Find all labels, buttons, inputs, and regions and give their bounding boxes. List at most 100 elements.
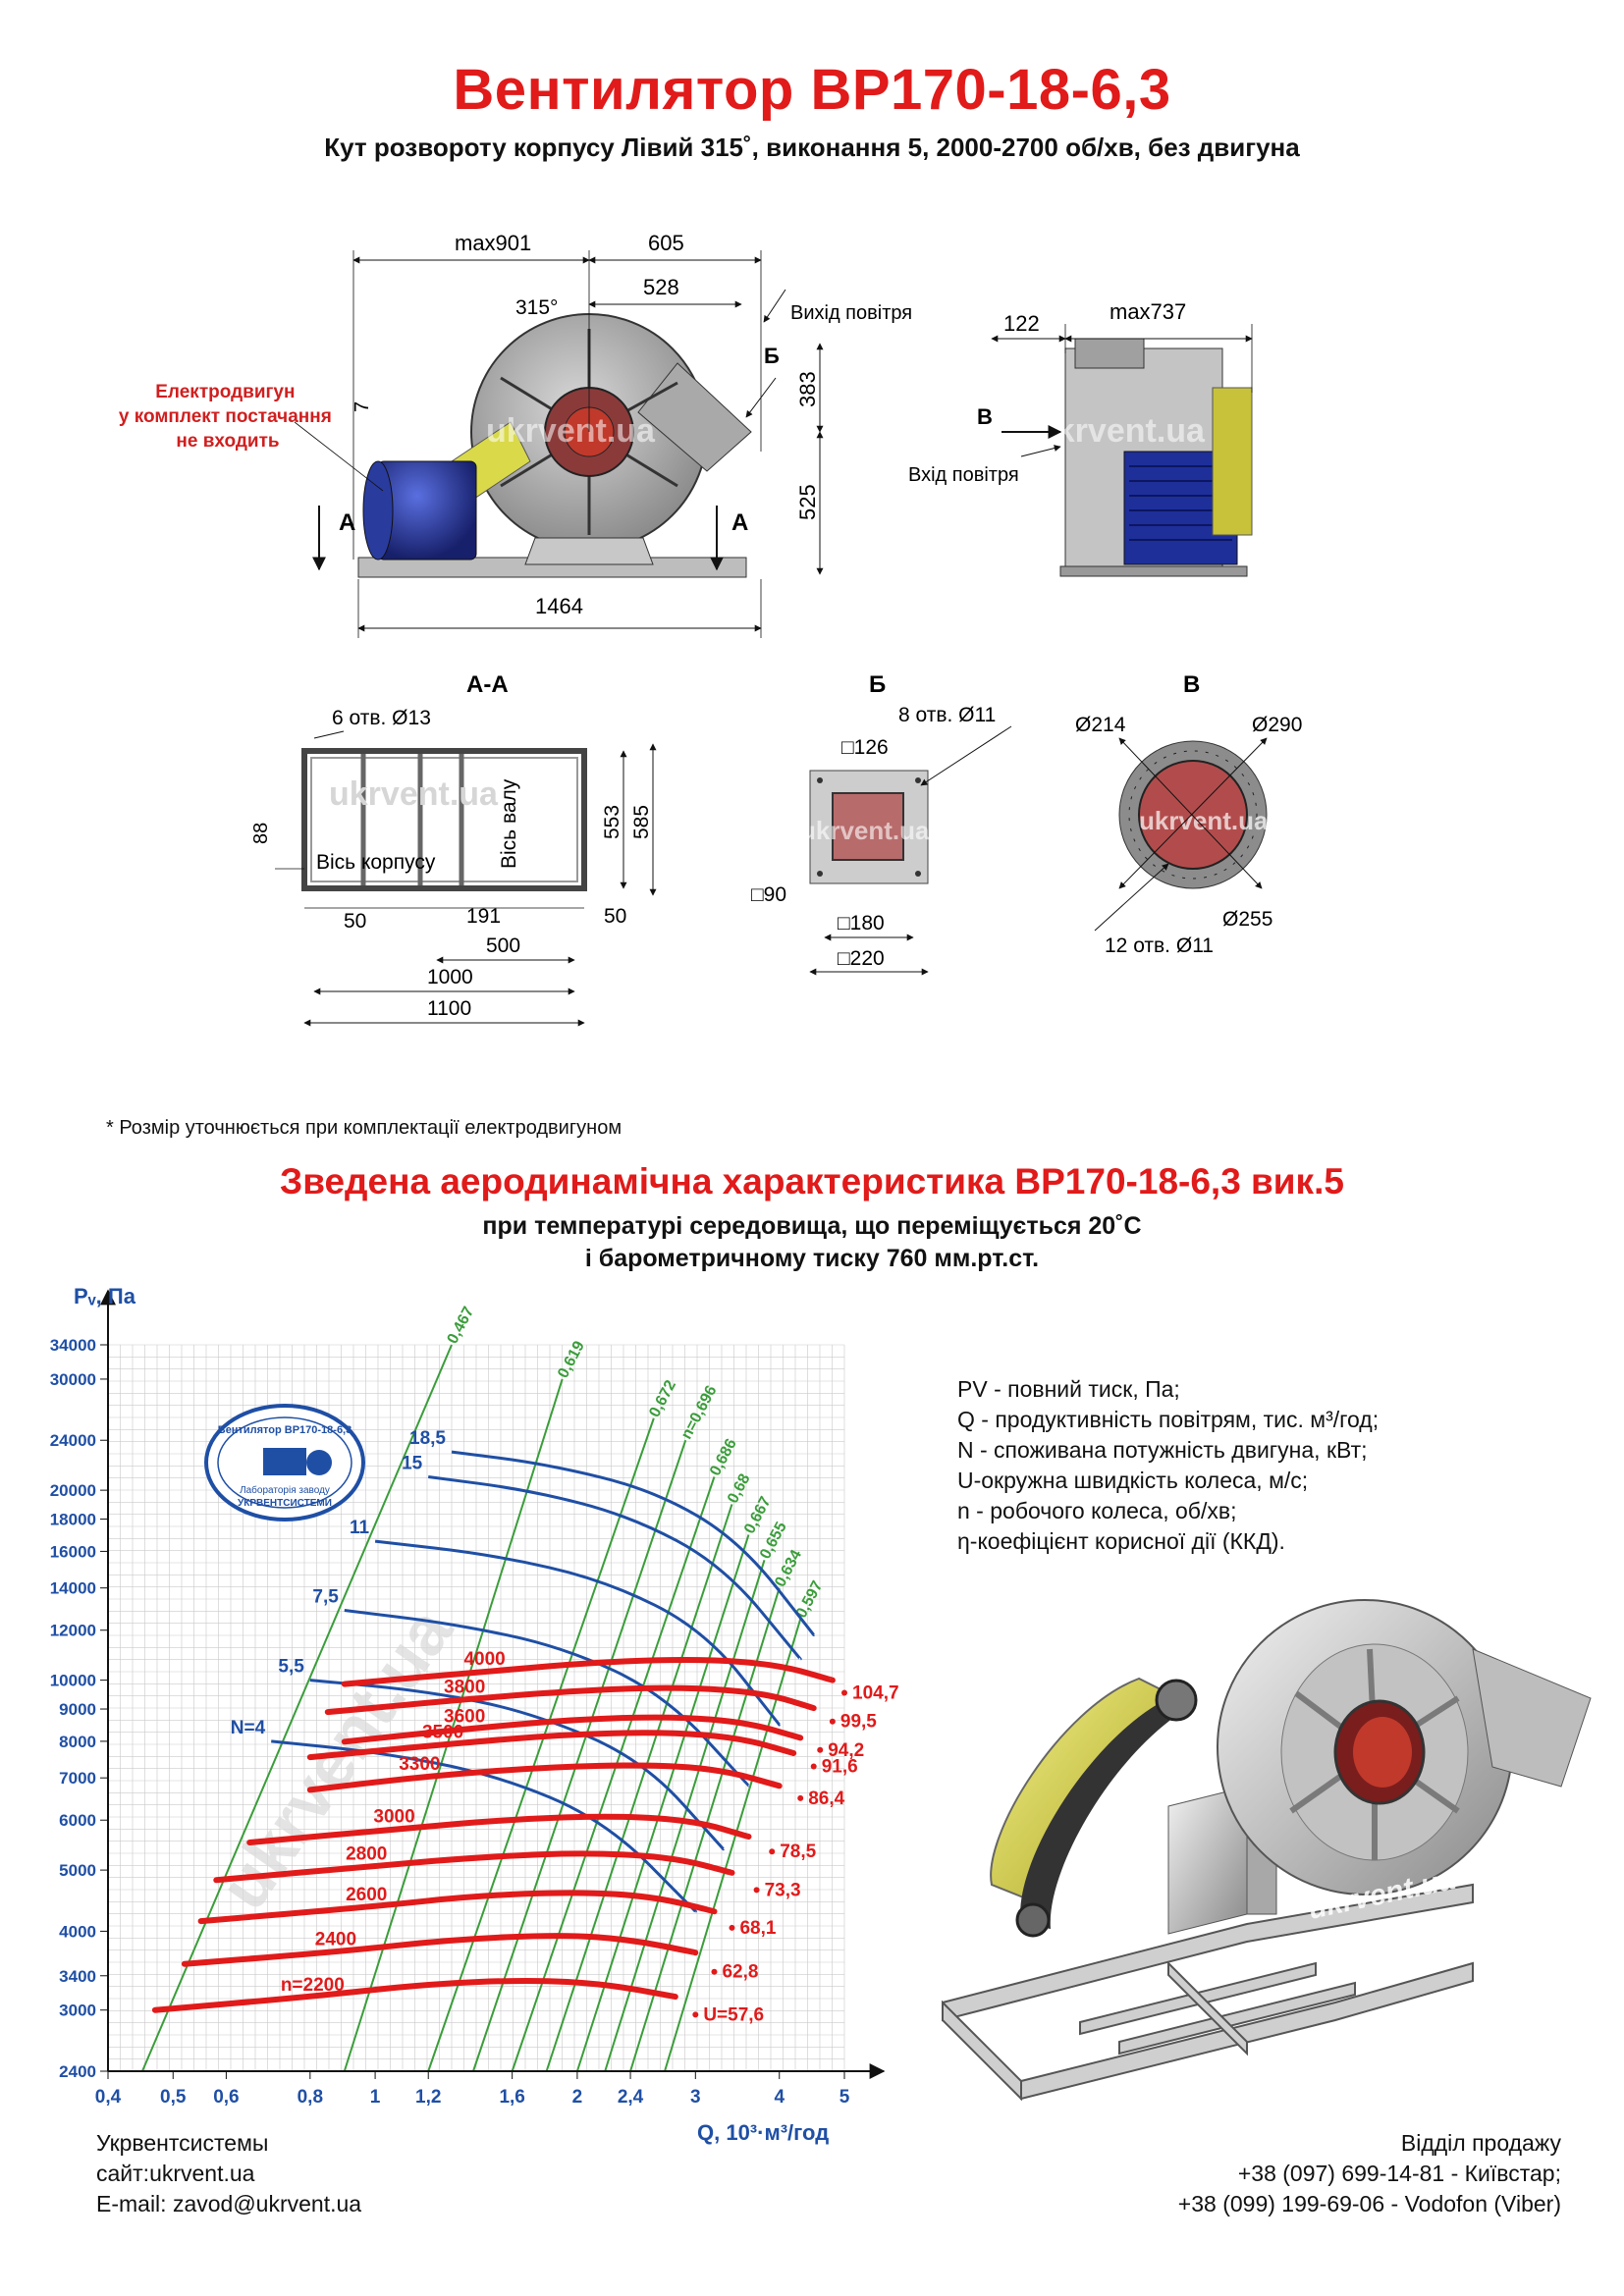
sales-phone-1[interactable]: +38 (097) 699-14-81 - Київстар; [1237,2161,1561,2186]
badge-line-3: УКРВЕНТСИСТЕМИ [238,1498,332,1509]
contacts-left: Укрвентсистемы сайт:ukrvent.ua E-mail: z… [96,2128,361,2219]
velocity-label: 78,5 [780,1842,816,1862]
velocity-point [810,1763,817,1770]
footnote: * Розмір уточнюється при комплектації ел… [106,1117,623,1139]
speed-curve [246,1813,752,1845]
dim-525: 525 [795,484,820,520]
chart-badge: Вентилятор ВР170-18-6,3 Лабораторія заво… [204,1404,365,1522]
x-tick-label: 1,2 [415,2087,441,2108]
speed-label: 2600 [346,1885,387,1905]
efficiency-line [664,1619,802,2072]
badge-line-1: Вентилятор ВР170-18-6,3 [218,1424,352,1436]
speed-label: 3000 [373,1807,414,1828]
speed-curve [213,1850,735,1884]
view-b-watermark: ukrvent.ua [800,816,930,845]
y-tick-label: 3000 [59,2002,96,2020]
view-v-watermark: ukrvent.ua [1139,806,1269,835]
label-a-left: А [339,509,355,536]
company-site[interactable]: сайт:ukrvent.ua [96,2161,255,2186]
dim-528: 528 [643,275,679,299]
section-aa-watermark: ukrvent.ua [329,775,499,813]
speed-label: n=2200 [281,1975,345,1996]
legend-item: Q - продуктивність повітрям, тис. м³/год… [957,1407,1380,1432]
sq220: □220 [838,947,885,970]
contacts-right: Відділ продажу +38 (097) 699-14-81 - Киї… [1178,2128,1561,2219]
view-v: В ukrvent.ua Ø214 Ø290 Ø255 12 отв. Ø11 [1075,671,1302,957]
x-tick-label: 1,6 [499,2087,524,2108]
x-tick-label: 2,4 [618,2087,644,2108]
efficiency-label: 0,672 [646,1377,679,1419]
efficiency-line [141,1344,453,2072]
velocity-label: 104,7 [852,1682,899,1703]
d214: Ø214 [1075,714,1126,736]
efficiency-label: 0,68 [725,1471,754,1507]
legend-item: N - споживана потужність двигуна, кВт; [957,1437,1368,1463]
shaft-axis: Вісь валу [498,778,520,869]
sq126: □126 [841,736,889,759]
power-line [271,1739,697,1913]
power-line [451,1450,816,1636]
x-tick-label: 0,4 [95,2087,122,2108]
velocity-lines: U=57,662,868,173,378,586,491,694,299,510… [692,1682,899,2025]
velocity-point [729,1924,735,1931]
y-tick-label: 10000 [50,1672,96,1690]
label-b-front: Б [764,344,780,368]
y-tick-label: 4000 [59,1922,96,1941]
front-view: ukrvent.ua max901 605 528 315° Вихід пов… [119,231,912,638]
y-tick-label: 6000 [59,1811,96,1830]
velocity-label: 62,8 [722,1962,758,1983]
legend-item: PV - повний тиск, Па; [957,1376,1180,1402]
power-label: 18,5 [409,1428,446,1449]
dim-191: 191 [466,905,501,928]
section-aa: А-А ukrvent.ua 6 отв. Ø13 88 Вісь корпус… [250,671,657,1027]
dim-553: 553 [601,805,623,839]
d290: Ø290 [1252,714,1302,736]
company-name: Укрвентсистемы [96,2130,269,2156]
dim-122: 122 [1003,311,1040,336]
d255: Ø255 [1222,908,1272,931]
velocity-point [841,1689,847,1696]
speed-label: 3300 [399,1754,440,1775]
y-tick-label: 20000 [50,1481,96,1500]
y-tick-label: 30000 [50,1370,96,1389]
speed-curve [197,1890,718,1925]
power-label: 5,5 [278,1657,304,1678]
motor-note: Електродвигун у комплект постачання не в… [119,382,337,452]
dim-88: 88 [250,823,272,844]
label-v-side: В [977,404,993,429]
chart-ylabel: Pᵥ, Па [74,1284,136,1308]
chart-xlabel: Q, 10³·м³/год [697,2120,829,2145]
y-tick-label: 9000 [59,1700,96,1719]
y-tick-label: 24000 [50,1431,96,1450]
power-label: 7,5 [312,1587,339,1608]
power-line [428,1475,802,1661]
sales-phone-2[interactable]: +38 (099) 199-69-06 - Vodofon (Viber) [1177,2191,1561,2216]
power-line [374,1539,782,1727]
view-b-title: Б [869,671,886,698]
dim-1100: 1100 [427,997,471,1020]
x-tick-label: 0,8 [298,2087,323,2108]
speed-curve [151,1977,678,2013]
speed-curve [306,1730,797,1761]
page-subtitle: Кут розвороту корпусу Лівий 315˚, викона… [324,133,1300,162]
side-view: ukrvent.ua 122 max737 В Вхід повітря [908,299,1253,577]
speed-label: 4000 [463,1649,505,1670]
efficiency-line [472,1439,687,2072]
dim-605: 605 [648,231,684,255]
y-tick-label: 18000 [50,1511,96,1529]
velocity-label: 99,5 [840,1712,877,1733]
company-email[interactable]: E-mail: zavod@ukrvent.ua [96,2191,362,2216]
front-watermark: ukrvent.ua [486,412,656,450]
side-watermark: ukrvent.ua [1036,412,1206,450]
x-tick-label: 0,5 [160,2087,187,2108]
y-tick-label: 16000 [50,1542,96,1561]
badge-line-2: Лабораторія заводу [240,1484,330,1496]
x-tick-label: 0,6 [213,2087,239,2108]
velocity-label: 94,2 [828,1740,864,1761]
dim-50-left: 50 [344,910,366,933]
y-tick-label: 3400 [59,1967,96,1986]
velocity-point [769,1848,776,1855]
speed-curve [324,1684,817,1716]
velocity-label: 68,1 [739,1918,776,1939]
chart-section-title: Зведена аеродинамічна характеристика ВР1… [280,1161,1344,1201]
